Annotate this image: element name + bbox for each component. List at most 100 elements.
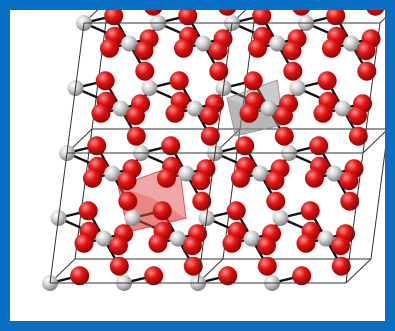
metal-atom bbox=[186, 100, 203, 117]
metal-atom bbox=[343, 35, 360, 52]
metal-atom bbox=[334, 100, 351, 117]
oxygen-atom bbox=[266, 191, 286, 211]
oxygen-atom bbox=[200, 126, 220, 146]
metal-atom bbox=[252, 165, 269, 182]
oxygen-atom bbox=[99, 38, 119, 58]
cell-edge bbox=[49, 22, 85, 284]
oxygen-atom bbox=[192, 191, 212, 211]
oxygen-atom bbox=[134, 41, 154, 61]
oxygen-atom bbox=[274, 126, 294, 146]
oxygen-atom bbox=[144, 266, 164, 286]
oxygen-atom bbox=[191, 171, 211, 191]
oxygen-atom bbox=[366, 10, 385, 16]
oxygen-atom bbox=[95, 71, 115, 91]
oxygen-atom bbox=[256, 236, 276, 256]
metal-atom bbox=[272, 210, 289, 226]
oxygen-atom bbox=[296, 233, 316, 253]
oxygen-atom bbox=[292, 266, 312, 286]
metal-atom bbox=[104, 165, 121, 182]
metal-atom bbox=[112, 100, 129, 117]
oxygen-atom bbox=[161, 136, 181, 156]
oxygen-atom bbox=[70, 266, 90, 286]
oxygen-atom bbox=[82, 168, 102, 188]
metal-atom bbox=[260, 100, 277, 117]
oxygen-atom bbox=[283, 61, 303, 81]
metal-atom bbox=[195, 35, 212, 52]
oxygen-atom bbox=[109, 256, 129, 276]
oxygen-atom bbox=[339, 171, 359, 191]
oxygen-atom bbox=[199, 106, 219, 126]
oxygen-atom bbox=[152, 201, 172, 221]
oxygen-atom bbox=[357, 61, 377, 81]
metal-atom bbox=[141, 80, 158, 96]
oxygen-atom bbox=[144, 10, 163, 16]
cell-edge bbox=[345, 258, 372, 284]
oxygen-atom bbox=[356, 41, 376, 61]
oxygen-atom bbox=[300, 201, 320, 221]
oxygen-atom bbox=[209, 61, 229, 81]
cell-edge bbox=[379, 17, 385, 24]
crystal-structure-diagram bbox=[42, 10, 385, 291]
metal-atom bbox=[243, 230, 260, 247]
oxygen-atom bbox=[165, 103, 185, 123]
oxygen-atom bbox=[309, 136, 329, 156]
oxygen-atom bbox=[347, 106, 367, 126]
oxygen-atom bbox=[265, 171, 285, 191]
oxygen-atom bbox=[208, 41, 228, 61]
metal-atom bbox=[178, 165, 195, 182]
oxygen-atom bbox=[235, 136, 255, 156]
oxygen-atom bbox=[91, 103, 111, 123]
oxygen-atom bbox=[313, 103, 333, 123]
oxygen-atom bbox=[257, 256, 277, 276]
metal-atom bbox=[269, 35, 286, 52]
oxygen-atom bbox=[282, 41, 302, 61]
cell-edge bbox=[197, 22, 233, 284]
oxygen-atom bbox=[182, 236, 202, 256]
oxygen-atom bbox=[117, 171, 137, 191]
oxygen-atom bbox=[156, 168, 176, 188]
oxygen-atom bbox=[218, 266, 238, 286]
metal-atom bbox=[124, 210, 141, 226]
oxygen-atom bbox=[178, 10, 198, 26]
oxygen-atom bbox=[243, 71, 263, 91]
oxygen-atom bbox=[78, 201, 98, 221]
oxygen-atom bbox=[230, 168, 250, 188]
oxygen-atom bbox=[118, 191, 138, 211]
atom-layer bbox=[42, 10, 385, 291]
oxygen-atom bbox=[173, 38, 193, 58]
metal-atom bbox=[169, 230, 186, 247]
oxygen-atom bbox=[126, 126, 146, 146]
metal-atom bbox=[289, 80, 306, 96]
cell-edge bbox=[345, 22, 381, 284]
oxygen-atom bbox=[104, 10, 124, 26]
oxygen-atom bbox=[292, 10, 311, 16]
oxygen-atom bbox=[226, 201, 246, 221]
oxygen-atom bbox=[330, 236, 350, 256]
oxygen-atom bbox=[317, 71, 337, 91]
oxygen-atom bbox=[331, 256, 351, 276]
oxygen-atom bbox=[135, 61, 155, 81]
metal-atom bbox=[95, 230, 112, 247]
unit-cell-front-edges bbox=[49, 22, 381, 284]
oxygen-atom bbox=[321, 38, 341, 58]
metal-atom bbox=[121, 35, 138, 52]
oxygen-atom bbox=[74, 233, 94, 253]
oxygen-atom bbox=[169, 71, 189, 91]
oxygen-atom bbox=[222, 233, 242, 253]
oxygen-atom bbox=[125, 106, 145, 126]
oxygen-atom bbox=[252, 10, 272, 26]
metal-atom bbox=[317, 230, 334, 247]
oxygen-atom bbox=[108, 236, 128, 256]
oxygen-atom bbox=[348, 126, 368, 146]
oxygen-atom bbox=[247, 38, 267, 58]
oxygen-atom bbox=[304, 168, 324, 188]
oxygen-atom bbox=[148, 233, 168, 253]
cell-edge bbox=[370, 148, 385, 260]
oxygen-atom bbox=[183, 256, 203, 276]
oxygen-atom bbox=[239, 103, 259, 123]
oxygen-atom bbox=[87, 136, 107, 156]
oxygen-atom bbox=[218, 10, 237, 16]
oxygen-atom bbox=[326, 10, 346, 26]
oxygen-atom bbox=[273, 106, 293, 126]
oxygen-atom bbox=[340, 191, 360, 211]
